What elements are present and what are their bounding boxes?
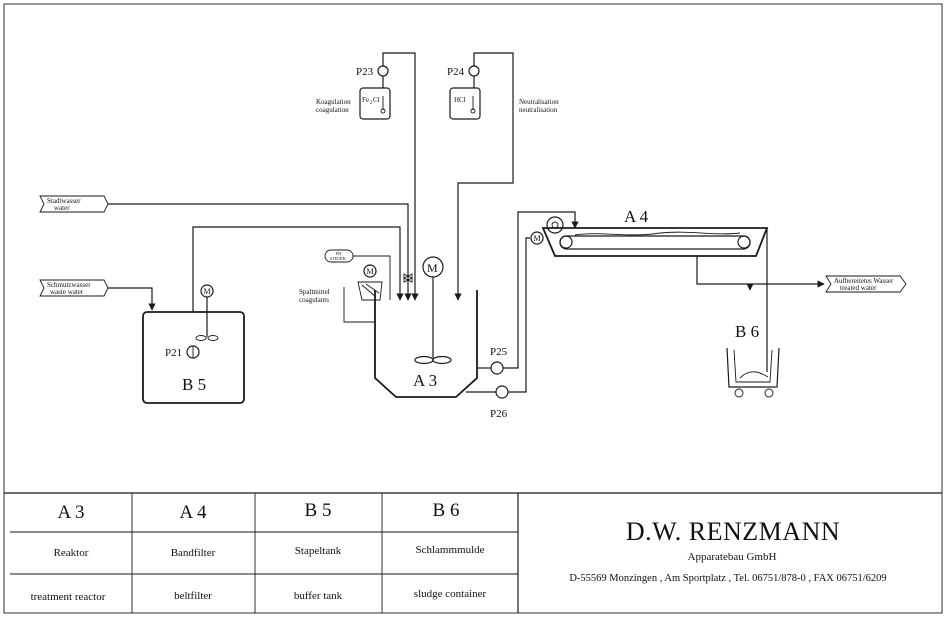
svg-text:P25: P25 <box>490 346 508 358</box>
svg-text:waste water: waste water <box>50 288 84 296</box>
legend-en-a3: treatment reactor <box>31 591 106 603</box>
legend-code-a4: A 4 <box>180 502 207 523</box>
b6-label: B 6 <box>735 322 759 341</box>
hcl-dosing-tank: HCl <box>449 87 481 120</box>
ph-control-probe: PH STEUER. <box>324 249 391 300</box>
legend-code-b5: B 5 <box>305 500 332 521</box>
koagulation-en-label: coagulation <box>316 106 349 114</box>
svg-text:HCl: HCl <box>454 96 466 104</box>
svg-text:P21: P21 <box>165 347 182 359</box>
p24-label: P24 <box>447 66 465 78</box>
belt-drive-roller <box>546 216 564 234</box>
legend-en-b6: sludge container <box>414 588 487 600</box>
legend-en-a4: beltfilter <box>174 590 212 602</box>
svg-text:STEUER.: STEUER. <box>330 256 346 261</box>
pump-p21: P21 <box>165 345 200 359</box>
b5-label: B 5 <box>182 375 206 394</box>
neutralisation-en-label: neutralisation <box>519 106 558 114</box>
svg-text:water: water <box>54 204 70 212</box>
spaltmittel-feeder: M Spaltmittel coagulants <box>299 264 383 323</box>
pump-p23: P23 <box>356 65 389 88</box>
a4-label: A 4 <box>624 207 649 226</box>
a3-mixer-motor: M <box>414 256 452 365</box>
b5-mixer-motor: M <box>195 284 219 341</box>
koagulation-de-label: Koagulation <box>316 98 351 106</box>
pump-p26: P26 <box>490 385 509 420</box>
svg-text:Fe: Fe <box>362 96 369 104</box>
reactor-a3: A 3 <box>374 290 478 398</box>
p23-label: P23 <box>356 66 374 78</box>
svg-text:M: M <box>367 267 374 276</box>
legend-en-b5: buffer tank <box>294 590 343 602</box>
spaltmittel-en-label: coagulants <box>299 296 329 304</box>
stadtwasser-inlet-tag: Stadtwasser water <box>39 195 109 213</box>
a3-label: A 3 <box>413 371 437 390</box>
company-name: D.W. RENZMANN <box>626 517 840 546</box>
buffer-tank-b5: B 5 <box>142 311 245 404</box>
legend-de-a3: Reaktor <box>54 547 89 559</box>
belt-filter-motor: M <box>530 231 544 245</box>
legend-code-b6: B 6 <box>433 500 460 521</box>
legend-code-a3: A 3 <box>58 502 85 523</box>
spaltmittel-de-label: Spaltmittel <box>299 288 330 296</box>
svg-text:Aufbereitetes Wasser: Aufbereitetes Wasser <box>834 277 894 285</box>
drawing-border <box>3 3 943 614</box>
svg-text:Stadtwasser: Stadtwasser <box>47 197 81 205</box>
svg-text:M: M <box>534 234 541 243</box>
svg-text:M: M <box>204 287 211 296</box>
schmutzwasser-inlet-tag: Schmutzwasser waste water <box>39 279 109 297</box>
svg-text:PH: PH <box>336 251 341 256</box>
svg-text:Cl: Cl <box>373 96 380 104</box>
pump-p25: P25 <box>490 346 508 375</box>
sludge-container-b6: B 6 <box>726 322 780 398</box>
svg-text:treated water: treated water <box>840 284 877 292</box>
neutralisation-de-label: Neutralisation <box>519 98 559 106</box>
legend-table: A 3 A 4 B 5 B 6 Reaktor Bandfilter Stape… <box>4 492 942 613</box>
fecl-dosing-tank: Fe 2 Cl <box>359 87 391 120</box>
company-title-block: D.W. RENZMANN Apparatebau GmbH D-55569 M… <box>569 517 886 584</box>
svg-text:Schmutzwasser: Schmutzwasser <box>47 281 91 289</box>
legend-de-b6: Schlammmulde <box>415 544 484 556</box>
aufbereitetes-outlet-tag: Aufbereitetes Wasser treated water <box>825 275 907 293</box>
company-subtitle: Apparatebau GmbH <box>688 551 777 563</box>
belt-filter-a4: A 4 <box>541 207 769 257</box>
pump-p24: P24 <box>447 65 480 88</box>
svg-text:P26: P26 <box>490 408 508 420</box>
legend-de-b5: Stapeltank <box>295 545 342 557</box>
svg-text:M: M <box>427 261 438 275</box>
company-address: D-55569 Monzingen , Am Sportplatz , Tel.… <box>569 573 886 584</box>
svg-text:2: 2 <box>370 101 373 106</box>
legend-de-a4: Bandfilter <box>171 547 216 559</box>
